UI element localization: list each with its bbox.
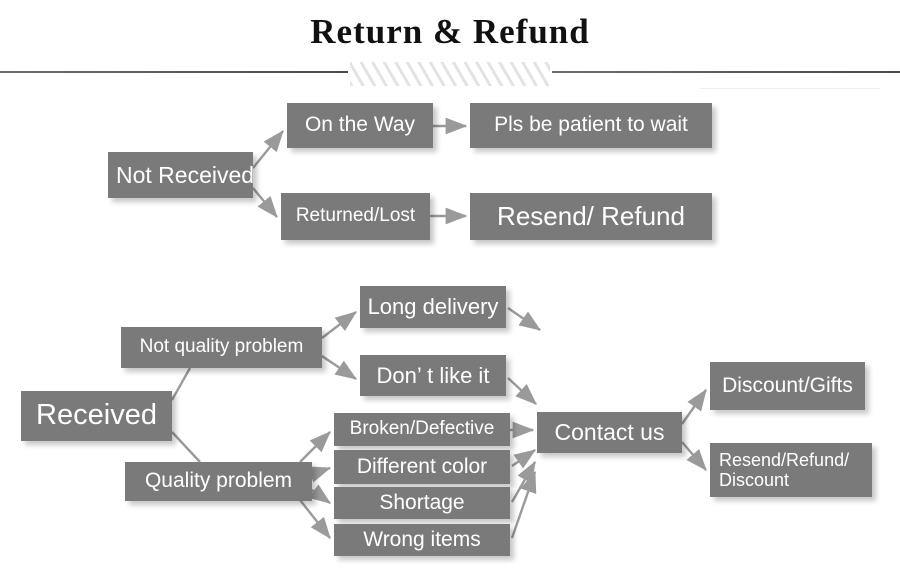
divider-rule-left: [0, 71, 348, 73]
connector-quality-to-wrong-items: [299, 499, 331, 539]
node-discount-gifts[interactable]: Discount/Gifts: [710, 362, 865, 410]
connector-not-received-to-returned-lost: [252, 187, 278, 218]
node-resend-refund[interactable]: Resend/ Refund: [470, 193, 712, 240]
connector-shortage-to-contact-us: [510, 460, 537, 503]
node-quality[interactable]: Quality problem: [125, 462, 312, 501]
node-pls-be-patient[interactable]: Pls be patient to wait: [470, 103, 712, 148]
node-broken-defective[interactable]: Broken/Defective: [334, 413, 510, 446]
node-shortage[interactable]: Shortage: [334, 487, 510, 519]
connector-not-received-to-on-the-way: [252, 130, 284, 169]
connector-wrong-items-to-contact-us: [510, 470, 537, 539]
connector-received-to-not-quality: [170, 367, 192, 401]
connector-quality-to-shortage: [308, 484, 331, 504]
node-dont-like-it[interactable]: Don’ t like it: [360, 355, 506, 396]
node-contact-us[interactable]: Contact us: [537, 412, 682, 453]
node-long-delivery[interactable]: Long delivery: [360, 286, 506, 328]
node-different-color[interactable]: Different color: [334, 450, 510, 484]
connector-not-quality-to-long-delivery: [321, 311, 357, 339]
connector-quality-to-broken-defective: [299, 431, 331, 463]
node-resend-refund-discount[interactable]: Resend/Refund/ Discount: [710, 443, 872, 497]
divider-faint-line: [700, 88, 880, 89]
node-on-the-way[interactable]: On the Way: [287, 103, 433, 148]
connector-dont-like-it-to-contact-us: [507, 377, 537, 405]
connector-quality-to-different-color: [307, 466, 332, 483]
connector-different-color-to-contact-us: [511, 449, 536, 469]
divider-rule-right: [552, 71, 900, 73]
connector-contact-us-to-discount-gifts: [681, 389, 707, 425]
page-title: Return & Refund: [310, 12, 590, 51]
connector-received-to-quality: [171, 431, 201, 463]
node-not-received[interactable]: Not Received: [108, 152, 254, 198]
connector-long-delivery-to-contact-us: [507, 307, 541, 331]
node-received[interactable]: Received: [21, 391, 172, 441]
connector-contact-us-to-resend-refund-discount: [681, 441, 707, 471]
connector-not-quality-to-dont-like-it: [321, 355, 357, 380]
diagonal-hatch-divider-icon: [350, 62, 550, 86]
node-returned-lost[interactable]: Returned/Lost: [281, 193, 430, 240]
node-not-quality[interactable]: Not quality problem: [121, 327, 322, 368]
node-wrong-items[interactable]: Wrong items: [334, 524, 510, 556]
header-divider: [0, 62, 900, 90]
